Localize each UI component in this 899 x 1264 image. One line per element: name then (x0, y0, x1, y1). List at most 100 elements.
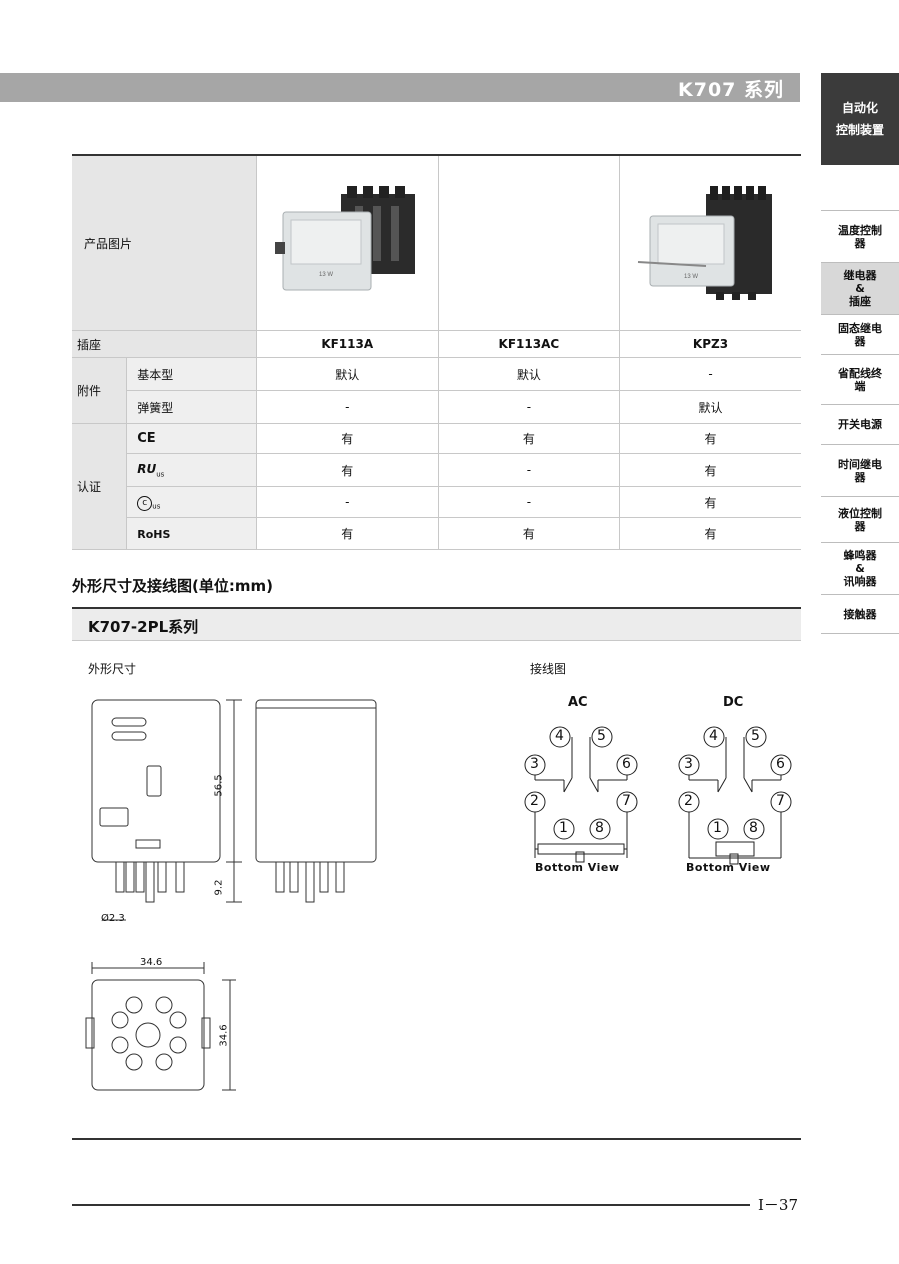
accessory-row-spring: 弹簧型 - - 默认 (72, 390, 801, 424)
accessory-spring-1: - (255, 390, 439, 424)
side-nav-item-line: 器 (854, 519, 866, 533)
cert-ul-2: - (437, 453, 620, 487)
socket-row: 插座 KF113A KF113AC KPZ3 (72, 330, 801, 358)
side-nav-item-line: 时间继电 (838, 457, 882, 471)
side-nav-item-line: 器 (854, 334, 866, 348)
cert-row-ce: 认证 CE 有 有 有 (72, 423, 801, 550)
terminal-number: 6 (622, 756, 631, 772)
ce-mark-icon: CE (126, 423, 257, 454)
pin-length-dimension: 9.2 (213, 879, 225, 896)
socket-value-3: KPZ3 (618, 330, 801, 358)
accessory-label: 附件 (72, 357, 127, 424)
cert-rohs-1: 有 (255, 517, 439, 550)
cert-csa-2: - (437, 486, 620, 518)
side-nav-item[interactable]: 蜂鸣器&讯响器 (821, 542, 899, 594)
side-nav-item[interactable]: 温度控制器 (821, 210, 899, 262)
relay-with-spring-socket-image: 13 W (637, 186, 772, 300)
terminal-number: 8 (749, 820, 758, 836)
socket-label: 插座 (72, 330, 257, 358)
side-nav-item-line: 蜂鸣器 (843, 549, 877, 562)
socket-value-1: KF113A (255, 330, 439, 358)
side-nav-item[interactable]: 固态继电器 (821, 314, 899, 354)
terminal-number: 6 (776, 756, 785, 772)
width-dimension: 34.6 (140, 957, 163, 968)
side-nav-item[interactable]: 开关电源 (821, 404, 899, 444)
page-number: I－37 (758, 1196, 799, 1214)
terminal-number: 2 (530, 793, 539, 809)
side-nav-item-line: 器 (854, 470, 866, 484)
dimension-drawing (85, 699, 377, 1091)
bottom-view-label-dc: Bottom View (686, 861, 771, 874)
side-nav-item-line: 温度控制 (838, 223, 882, 237)
cert-ce-3: 有 (618, 423, 801, 454)
accessory-row-basic: 附件 基本型 默认 默认 - (72, 357, 801, 424)
cert-label: 认证 (72, 423, 127, 550)
product-image-label: 产品图片 (72, 154, 257, 331)
dimension-label: 外形尺寸 (88, 662, 137, 676)
side-nav-item-line: 固态继电 (838, 321, 882, 335)
photo-label-3: 13 W (684, 274, 698, 280)
product-photo-cell-3: 13 W (618, 154, 801, 331)
pin-diameter-dimension: Ø2.3 (101, 913, 125, 924)
side-nav-item-line: 器 (854, 236, 866, 250)
cert-rohs-2: 有 (437, 517, 620, 550)
relay-front-outline (91, 699, 221, 863)
ul-recognized-icon: RUus (126, 453, 257, 487)
terminal-number: 5 (597, 728, 606, 744)
terminal-number: 7 (776, 793, 785, 809)
cert-csa-3: 有 (618, 486, 801, 518)
rohs-icon: RoHS (126, 517, 257, 550)
side-nav-item-line: 接触器 (843, 607, 877, 621)
side-nav-item-line: 讯响器 (843, 575, 877, 588)
side-nav-item-line: 继电器 (843, 269, 877, 282)
side-nav-item[interactable]: 液位控制器 (821, 496, 899, 542)
terminal-number: 5 (751, 728, 760, 744)
accessory-spring-3: 默认 (618, 390, 801, 424)
dc-label: DC (723, 695, 744, 710)
accessory-basic-2: 默认 (437, 357, 620, 391)
side-nav-item-line: 液位控制 (838, 506, 882, 520)
accessory-basic-name: 基本型 (126, 357, 257, 391)
ac-label: AC (568, 695, 588, 710)
side-nav-item-line: 端 (854, 379, 866, 393)
bottom-view-label-ac: Bottom View (535, 861, 620, 874)
dc-wiring (678, 726, 792, 865)
relay-side-outline (255, 699, 377, 863)
ac-wiring (524, 726, 638, 863)
accessory-basic-3: - (618, 357, 801, 391)
accessory-basic-1: 默认 (255, 357, 439, 391)
side-nav-item-line: & (855, 562, 865, 575)
side-nav-item[interactable]: 时间继电器 (821, 444, 899, 496)
terminal-number: 8 (595, 820, 604, 836)
terminal-number: 4 (709, 728, 718, 744)
side-nav-item-line: 开关电源 (838, 418, 882, 431)
terminal-number: 4 (555, 728, 564, 744)
cert-rohs-3: 有 (618, 517, 801, 550)
side-category-line2: 控制装置 (835, 123, 884, 137)
side-nav-item-line: 省配线终 (838, 366, 882, 380)
terminal-number: 3 (684, 756, 693, 772)
side-nav-item[interactable]: 继电器&插座 (821, 262, 899, 314)
side-nav-list: 温度控制器继电器&插座固态继电器省配线终端开关电源时间继电器液位控制器蜂鸣器&讯… (821, 210, 899, 634)
depth-dimension: 34.6 (218, 1024, 230, 1047)
height-dimension: 56.5 (213, 774, 225, 797)
section-title: 外形尺寸及接线图(单位:mm) (72, 577, 273, 595)
side-nav-item[interactable]: 省配线终端 (821, 354, 899, 404)
page-rule (72, 1204, 750, 1206)
side-nav-item[interactable]: 接触器 (821, 594, 899, 634)
terminal-number: 1 (713, 820, 722, 836)
cert-row-rohs: RoHS 有 有 有 (72, 517, 801, 550)
spec-table: 产品图片 13 W 13 W (72, 154, 801, 550)
series-title-bar: K707 系列 (0, 73, 800, 102)
side-category-tab[interactable]: 自动化 控制装置 (821, 73, 899, 165)
side-nav-item-line: 插座 (849, 295, 871, 308)
socket-value-2: KF113AC (437, 330, 620, 358)
cert-csa-1: - (255, 486, 439, 518)
wiring-label: 接线图 (530, 662, 567, 676)
cert-ce-1: 有 (255, 423, 439, 454)
series-subheader: K707-2PL系列 (72, 607, 801, 641)
side-nav-item-line: & (855, 282, 865, 295)
wiring-diagram (524, 726, 792, 865)
